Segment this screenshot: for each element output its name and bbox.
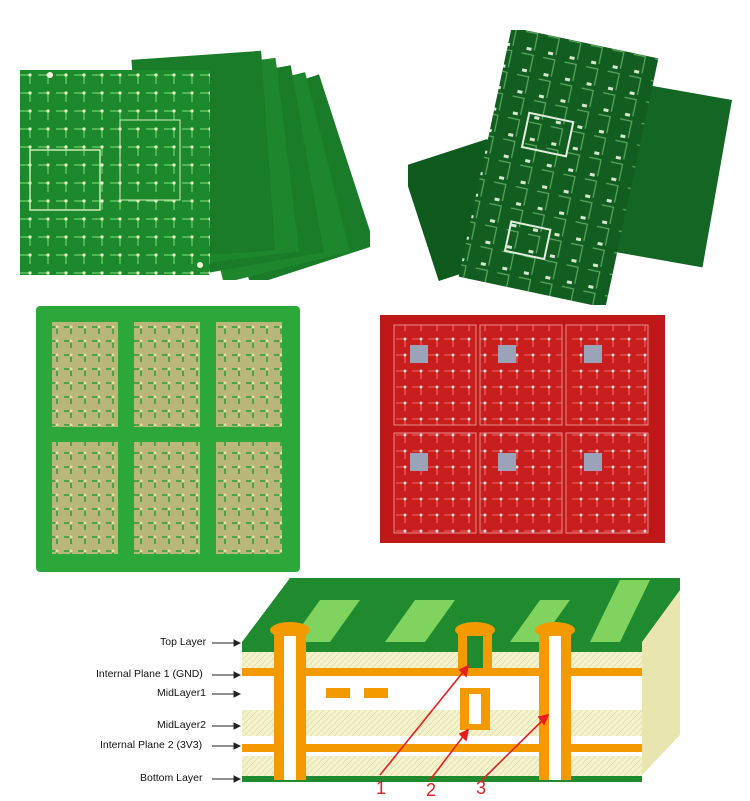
callout-arrows — [379, 664, 550, 781]
midlayer1-pads — [326, 688, 350, 698]
side-face — [642, 590, 680, 775]
photo-green-panel-gold-pads — [36, 306, 300, 572]
panel-cells — [52, 322, 282, 554]
through-via-3 — [535, 622, 575, 780]
via-number-3: 3 — [476, 778, 487, 798]
label-bottom-layer: Bottom Layer — [140, 772, 203, 784]
plane-3v3 — [242, 744, 642, 752]
blind-via — [455, 622, 495, 730]
via-number-1: 1 — [376, 778, 387, 798]
label-top-layer: Top Layer — [160, 636, 207, 648]
label-internal-plane-gnd: Internal Plane 1 (GND) — [96, 668, 203, 680]
via-number-2: 2 — [426, 780, 437, 800]
photo-fanned-green-pcbs — [20, 50, 370, 280]
through-via — [270, 622, 310, 780]
photo-red-pcb-panel — [380, 315, 665, 543]
substrate-2 — [242, 710, 642, 736]
label-leader-arrows — [212, 639, 242, 783]
label-midlayer1: MidLayer1 — [157, 687, 207, 699]
label-internal-plane-3v3: Internal Plane 2 (3V3) — [100, 739, 203, 751]
pcb-stackup-cross-section — [242, 578, 680, 782]
photo-dark-green-pcbs — [408, 30, 733, 305]
plane-gnd — [242, 668, 642, 676]
red-panel-cells — [393, 324, 649, 534]
label-midlayer2: MidLayer2 — [157, 719, 207, 731]
front-green-board — [20, 70, 210, 275]
front-dark-board — [458, 30, 659, 305]
